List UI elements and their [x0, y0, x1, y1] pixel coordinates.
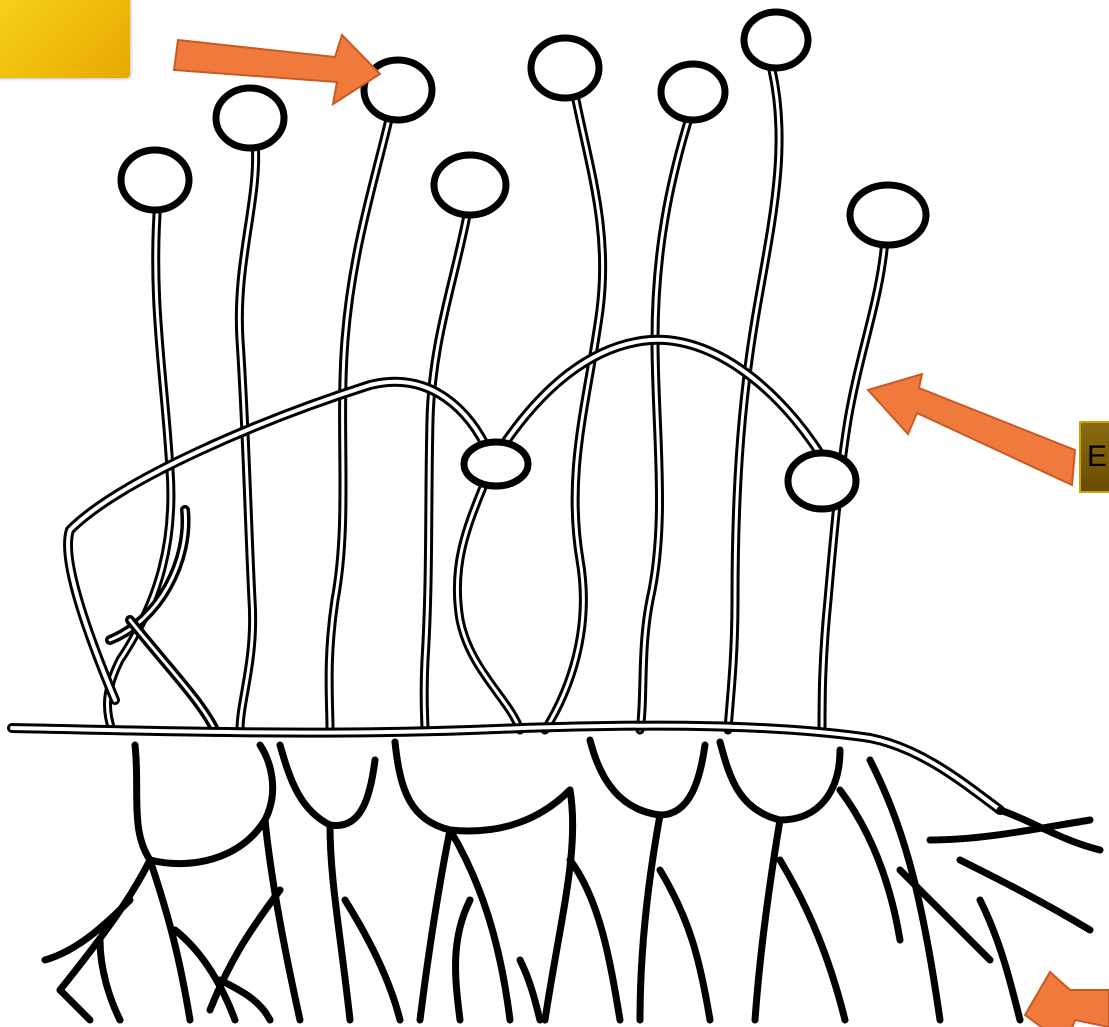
stolons [68, 340, 830, 730]
label-box-right: E [1079, 421, 1109, 493]
stalk-3 [329, 115, 390, 730]
basal-hypha [12, 726, 1000, 810]
label-box-right-text: E [1087, 440, 1107, 474]
sporangium [744, 12, 808, 68]
stalk-5 [545, 95, 603, 730]
rhizoids [45, 740, 1100, 1020]
arrow-to-sporangium-icon [174, 35, 380, 104]
stolon-node [464, 442, 528, 486]
pointer-arrows [174, 35, 1109, 1027]
label-box-top-left [0, 0, 130, 78]
sporangium [434, 155, 506, 215]
sporangium [121, 150, 189, 210]
sporangium [850, 185, 926, 245]
stalk-node-1 [457, 470, 520, 730]
stalk-6 [640, 115, 690, 730]
arrow-to-rhizoid-icon [1025, 972, 1109, 1027]
sporangium [661, 64, 725, 120]
arrow-to-sporangiophore-icon [868, 374, 1075, 485]
sporangium [216, 88, 284, 148]
stolon-node [788, 453, 856, 509]
sporangium [531, 38, 599, 98]
